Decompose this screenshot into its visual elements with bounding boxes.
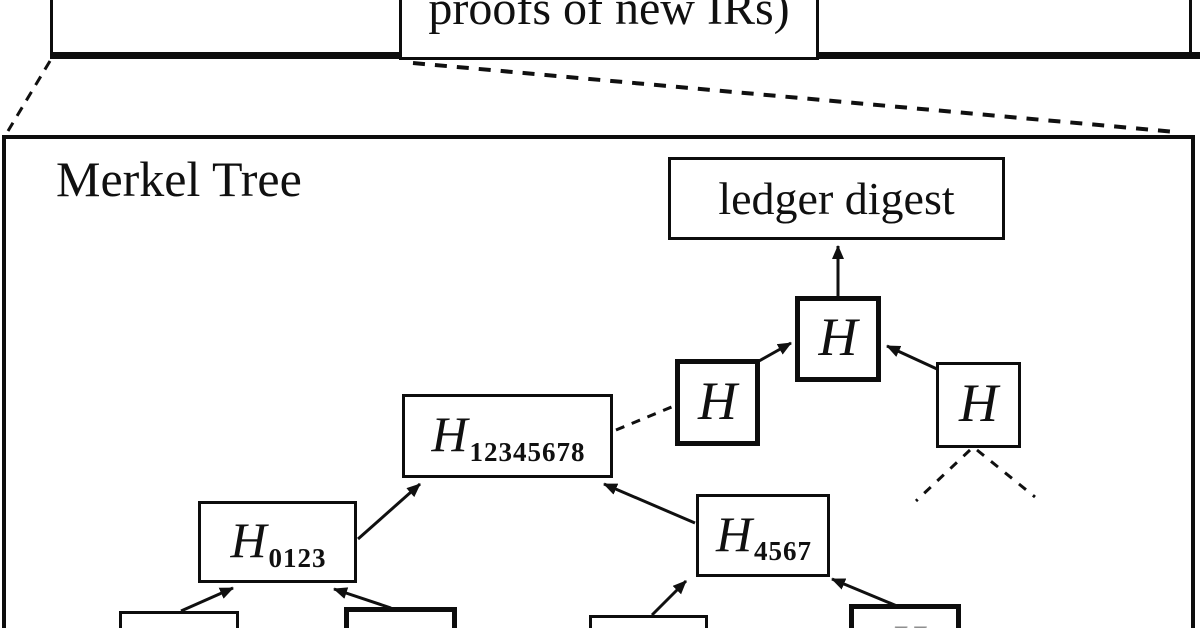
node-root-hash: H: [795, 296, 881, 382]
node-h12345678-subscript: 12345678: [469, 436, 586, 467]
leaf-box-4-partial-label: H: [890, 619, 925, 628]
node-ledger-digest-label: ledger digest: [718, 173, 955, 224]
node-root-hash-label: H: [818, 307, 858, 367]
node-left-hash-label: H: [698, 370, 737, 431]
node-h4567-subscript: 4567: [754, 536, 813, 566]
leaf-box-2: H: [344, 607, 457, 628]
leaf-box-1: [119, 611, 239, 628]
leaf-box-3: [589, 615, 708, 628]
table-cell-proofs-text: proofs of new IRs): [428, 0, 790, 35]
node-right-hash-label: H: [959, 373, 998, 433]
table-cell-proofs: proofs of new IRs): [399, 0, 819, 60]
node-h0123-subscript: 0123: [268, 542, 327, 573]
node-right-hash: H: [936, 362, 1021, 448]
node-left-hash: H: [675, 359, 760, 446]
top-table-right-border: [1189, 0, 1192, 53]
explode-dash-left: [6, 60, 52, 132]
node-h4567-label: H: [715, 505, 753, 562]
leaf-box-4: H: [849, 604, 961, 628]
merkle-tree-title: Merkel Tree: [56, 151, 302, 207]
node-ledger-digest: ledger digest: [668, 157, 1005, 240]
leaf-box-2-partial-label: H: [385, 622, 420, 628]
top-table-left-border: [50, 0, 53, 57]
explode-dash-right: [412, 61, 1177, 134]
node-h0123-label: H: [230, 512, 267, 568]
node-h12345678-label: H: [431, 406, 468, 462]
